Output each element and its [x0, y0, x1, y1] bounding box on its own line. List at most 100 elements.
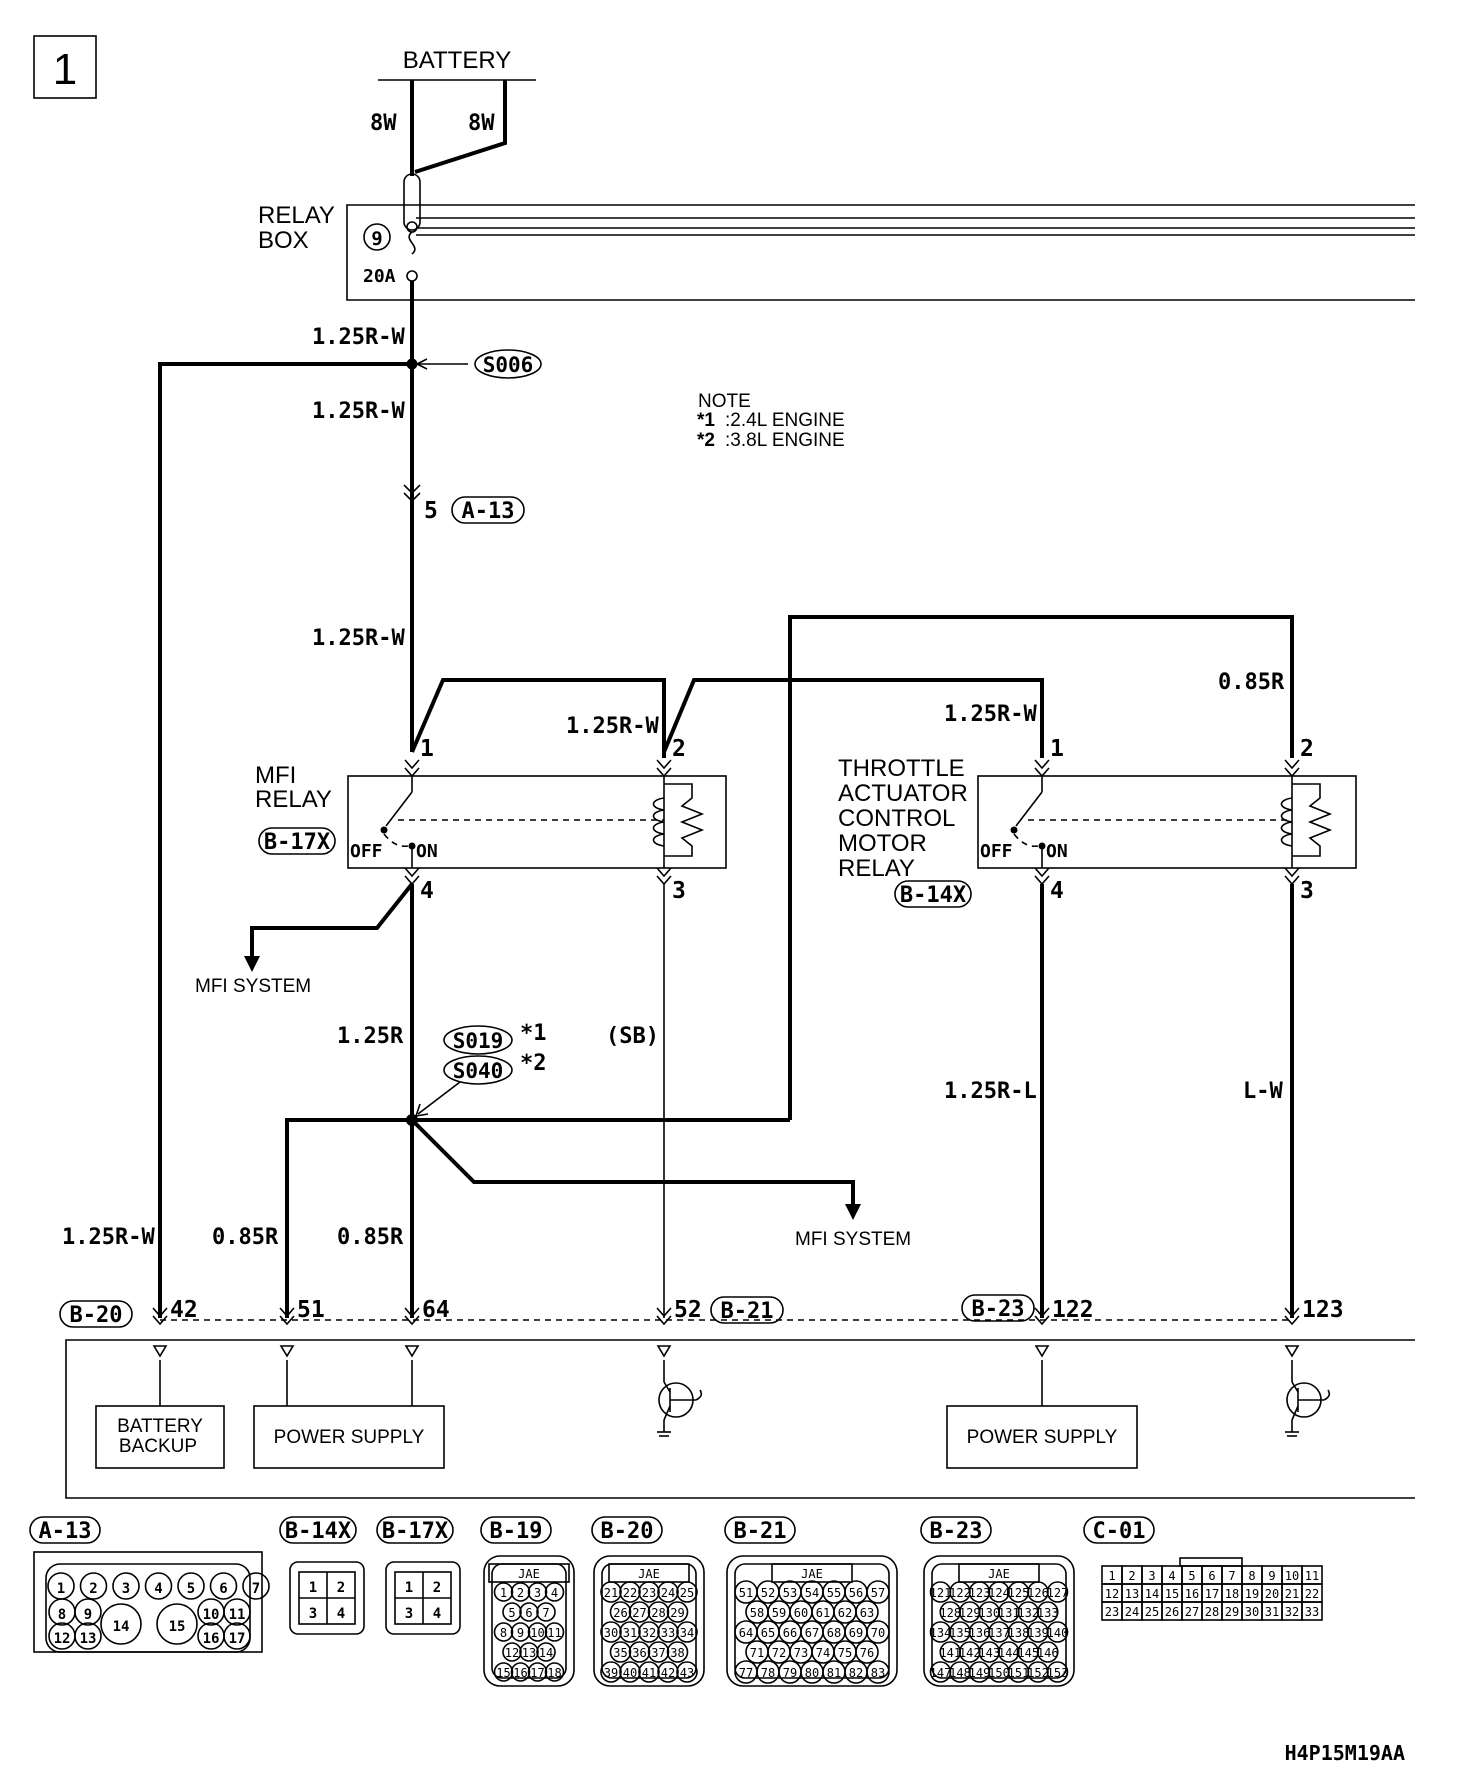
b23-pin-label: 153	[1047, 1666, 1069, 1680]
ecu-b20-badge	[59, 1300, 133, 1328]
ecu-pin-arrow	[152, 1315, 168, 1326]
b19-pin-circle	[493, 1582, 514, 1602]
c01-pin-label: 6	[1208, 1569, 1215, 1583]
b20-pin-circle	[657, 1661, 679, 1683]
power-supply-label-2: POWER SUPPLY	[967, 1427, 1118, 1448]
c01-pin-label: 5	[1188, 1569, 1195, 1583]
ecu-pin-arrow	[656, 1307, 672, 1318]
b21-pin-label: 53	[783, 1586, 797, 1600]
ecu-b23-badge	[961, 1294, 1035, 1322]
power-supply-block-2	[946, 1405, 1138, 1469]
c01-pin-label: 27	[1185, 1605, 1199, 1619]
b21-pin-label: 62	[838, 1606, 852, 1620]
note-line-2: :3.8L ENGINE	[725, 430, 845, 451]
mfi-relay-on: ON	[416, 841, 438, 862]
b20-pin-label: 22	[623, 1586, 637, 1600]
mfi-relay-connector-badge	[258, 827, 336, 855]
throttle-pin2-wire-label: 0.85R	[1218, 670, 1285, 695]
b19-pin-circle	[527, 1662, 548, 1682]
b19-pin-circle	[536, 1642, 556, 1662]
page-number: 1	[53, 45, 77, 94]
battery-backup-label-1: BATTERY	[117, 1416, 203, 1437]
b23-pin-label: 141	[939, 1646, 961, 1660]
connector-view-badge-b-17x	[376, 1516, 454, 1544]
b23-pin-label: 139	[1027, 1626, 1049, 1640]
mfi-system-arrow-2	[845, 1204, 861, 1220]
b21-pin-label: 71	[750, 1646, 764, 1660]
connector-view-badge-b-20	[591, 1516, 663, 1544]
ecu-42-wire-label: 1.25R-W	[62, 1225, 155, 1250]
b20-pin-circle	[666, 1601, 689, 1623]
note-mark-2: *2	[697, 430, 715, 451]
power-supply-label-1: POWER SUPPLY	[274, 1427, 425, 1448]
c01-pin-cell	[1301, 1601, 1323, 1621]
a13-pin-label: 1	[57, 1581, 65, 1597]
b20-pin-circle	[666, 1641, 689, 1663]
b23-pin-label: 132	[1017, 1606, 1039, 1620]
throttle-relay-label-1: THROTTLE	[838, 755, 965, 782]
c01-pin-label: 30	[1245, 1605, 1259, 1619]
fuse-number-circle	[363, 223, 391, 251]
ecu-pin-123: 123	[1302, 1297, 1344, 1323]
b17x-pin-label: 2	[433, 1580, 441, 1596]
a13-pin-label: 6	[219, 1581, 227, 1597]
ecu-51-wire-label: 0.85R	[212, 1225, 279, 1250]
b21-pin-label: 81	[827, 1666, 841, 1680]
mfi-relay-off: OFF	[350, 841, 383, 862]
ecu-pin-terminal-5	[1284, 1345, 1300, 1358]
mfi-system-label-2: MFI SYSTEM	[795, 1229, 911, 1250]
b17x-connector-body	[385, 1561, 461, 1635]
mfi-relay-connector: B-17X	[264, 830, 330, 855]
b20-pin-circle	[657, 1581, 679, 1603]
a13-pin-label: 9	[84, 1607, 92, 1623]
c01-pin-label: 24	[1125, 1605, 1139, 1619]
ecu-pin-terminal-4	[1034, 1345, 1050, 1358]
throttle-relay-off: OFF	[980, 841, 1013, 862]
b20-pin-circle	[609, 1601, 632, 1623]
ecu-pin-terminal-0	[152, 1345, 168, 1358]
b20-pin-circle	[628, 1641, 651, 1663]
c01-pin-label: 8	[1248, 1569, 1255, 1583]
b20-jae-label: JAE	[638, 1567, 660, 1581]
ecu-pin-arrow	[279, 1315, 295, 1326]
c01-pin-label: 1	[1108, 1569, 1115, 1583]
b20-pin-label: 34	[680, 1626, 694, 1640]
relay-box-label-1: RELAY	[258, 202, 335, 229]
b21-pin-label: 61	[816, 1606, 830, 1620]
b19-pin-label: 11	[547, 1626, 561, 1640]
s040-label: S040	[453, 1059, 504, 1083]
b23-pin-label: 131	[998, 1606, 1020, 1620]
power-supply-block-1	[253, 1405, 445, 1469]
ecu-b20-label: B-20	[70, 1303, 123, 1328]
a13-pin-label: 10	[203, 1607, 220, 1623]
throttle-relay-label-2: ACTUATOR	[838, 780, 968, 807]
ecu-pin-arrow	[1284, 1315, 1300, 1326]
transistor-icon-52	[657, 1360, 703, 1437]
b19-pin-circle	[493, 1622, 514, 1642]
b23-pin-label: 140	[1047, 1626, 1069, 1640]
throttle-relay-pin-2: 2	[1300, 736, 1314, 762]
b23-pin-label: 144	[998, 1646, 1020, 1660]
a13-pin-label: 7	[252, 1581, 260, 1597]
throttle-relay-label-4: MOTOR	[838, 830, 927, 857]
b23-pin-label: 122	[949, 1586, 971, 1600]
b23-pin-label: 143	[978, 1646, 1000, 1660]
b20-pin-label: 26	[613, 1606, 627, 1620]
b19-pin-circle	[544, 1622, 565, 1642]
b20-pin-circle	[657, 1621, 679, 1643]
b19-pin-circle	[510, 1582, 531, 1602]
battery-backup-label-2: BACKUP	[119, 1436, 197, 1457]
b20-pin-circle	[619, 1621, 641, 1643]
a13-pin-label: 17	[229, 1631, 246, 1647]
b17x-pin-label: 4	[433, 1606, 441, 1622]
mfi-relay-box	[347, 759, 727, 886]
b17x-pin-label: 1	[405, 1580, 413, 1596]
c01-pin-label: 3	[1148, 1569, 1155, 1583]
throttle-pin1-wire-label: 1.25R-W	[944, 702, 1037, 727]
mfi-relay-pin-4: 4	[420, 878, 434, 904]
battery-wire-1-label: 8W	[370, 111, 397, 136]
connector-view-label-b-21: B-21	[734, 1519, 787, 1544]
b19-pin-label: 10	[530, 1626, 544, 1640]
